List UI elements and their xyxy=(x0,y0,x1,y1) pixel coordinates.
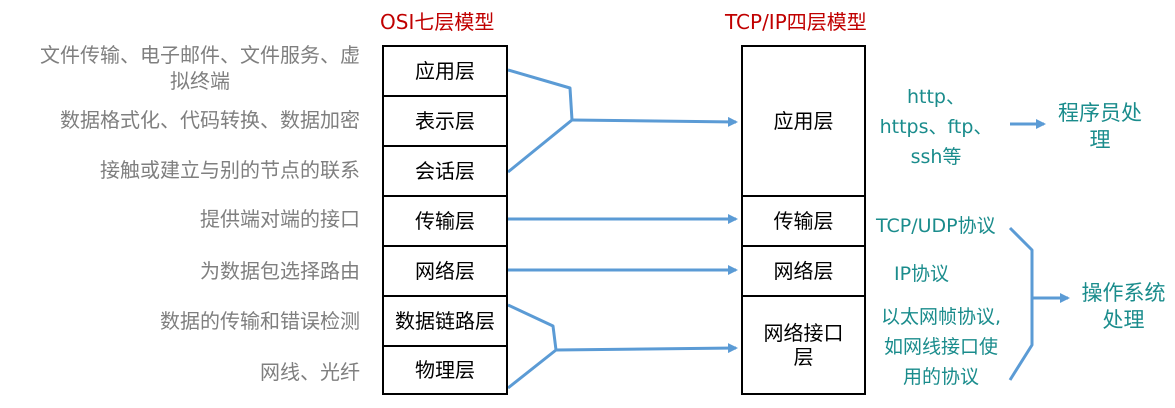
bracket-upper xyxy=(507,68,574,174)
bracket-lower xyxy=(507,303,558,390)
osi-layer-application: 应用层 xyxy=(384,47,506,97)
desc-presentation: 数据格式化、代码转换、数据加密 xyxy=(60,108,360,132)
osi-layer-transport: 传输层 xyxy=(384,197,506,247)
arrow-app xyxy=(571,116,738,127)
tcpip-layer-network: 网络层 xyxy=(743,247,864,297)
protocol-application: http、https、ftp、ssh等 xyxy=(879,86,993,168)
protocol-link: 以太网帧协议,如网线接口使用的协议 xyxy=(880,306,1002,388)
tcpip-stack: 应用层 传输层 网络层 网络接口层 xyxy=(741,45,866,395)
osi-layer-presentation: 表示层 xyxy=(384,97,506,147)
osi-layer-datalink: 数据链路层 xyxy=(384,297,506,347)
protocol-transport: TCP/UDP协议 xyxy=(876,215,996,237)
desc-application: 文件传输、电子邮件、文件服务、虚拟终端 xyxy=(40,43,360,93)
arrow-link xyxy=(555,343,738,354)
tcpip-layer-application: 应用层 xyxy=(743,47,864,197)
desc-transport: 提供端对端的接口 xyxy=(200,207,360,231)
tcpip-layer-transport: 传输层 xyxy=(743,197,864,247)
osi-layer-network: 网络层 xyxy=(384,247,506,297)
handler-os: 操作系统处理 xyxy=(1081,281,1166,332)
handler-programmer: 程序员处理 xyxy=(1058,101,1142,152)
osi-title: OSI七层模型 xyxy=(380,10,495,34)
bracket-right xyxy=(1008,226,1034,381)
osi-layer-session: 会话层 xyxy=(384,147,506,197)
osi-layer-physical: 物理层 xyxy=(415,358,475,382)
desc-network: 为数据包选择路由 xyxy=(200,259,360,283)
tcpip-title: TCP/IP四层模型 xyxy=(725,10,867,34)
protocol-network: IP协议 xyxy=(894,263,950,285)
osi-stack: 应用层 表示层 会话层 传输层 网络层 数据链路层 物理层 xyxy=(382,45,508,395)
desc-datalink: 数据的传输和错误检测 xyxy=(160,309,360,333)
tcpip-layer-interface: 网络接口层 xyxy=(763,321,844,369)
desc-physical: 网线、光纤 xyxy=(260,360,360,384)
desc-session: 接触或建立与别的节点的联系 xyxy=(100,158,360,182)
